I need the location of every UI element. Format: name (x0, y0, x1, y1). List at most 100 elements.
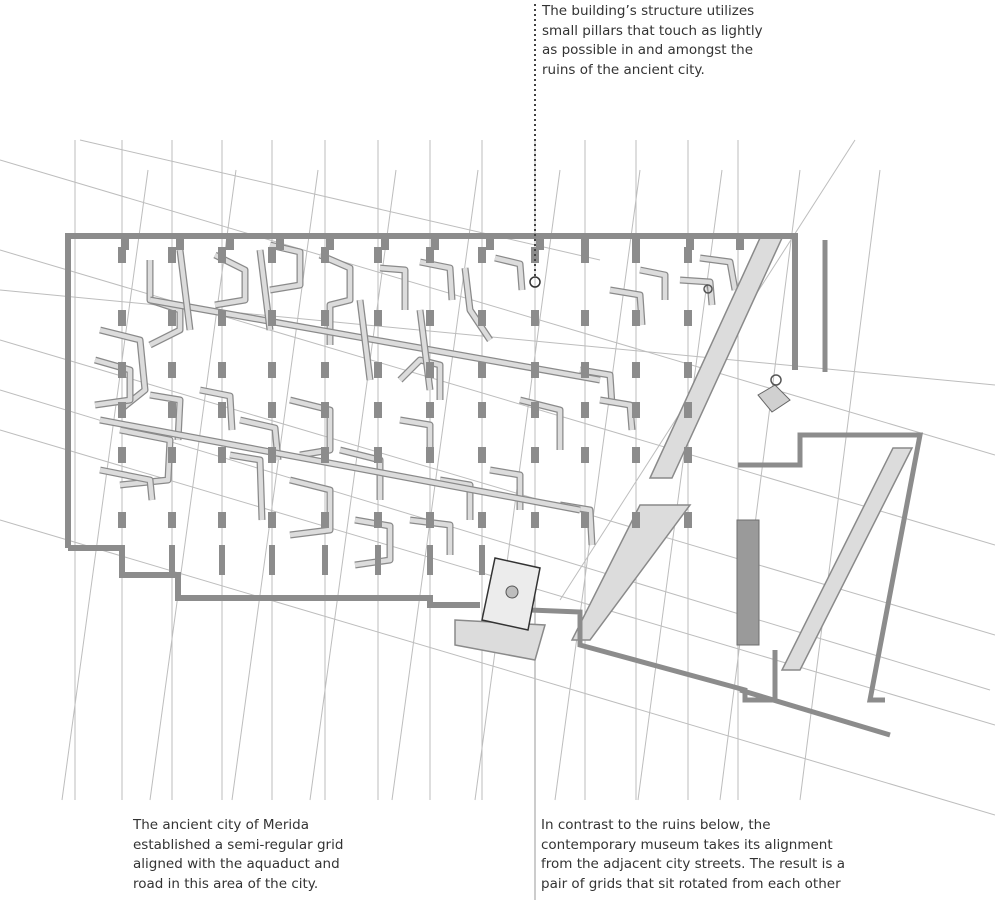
pillar (486, 236, 494, 250)
ruin-wall (199, 387, 235, 431)
pillar (536, 236, 544, 250)
ancient-grid-line (61, 169, 149, 801)
ruin-wall (239, 417, 281, 461)
pillar (684, 247, 692, 263)
column-base (770, 374, 782, 386)
pillar (168, 310, 176, 326)
pillar (374, 362, 382, 378)
ruin-wall (379, 265, 408, 310)
ancient-grid-line (0, 289, 995, 386)
museum-wall (738, 432, 924, 703)
ancient-grid-line (637, 169, 723, 801)
pillar (581, 362, 589, 378)
ancient-grid-annotation: The ancient city of Merida established a… (133, 816, 343, 894)
pillar (168, 512, 176, 528)
pillar (427, 545, 433, 575)
pillar (276, 236, 284, 250)
pillar (176, 236, 184, 250)
pillar (531, 512, 539, 528)
road-band (570, 504, 692, 641)
pillar (581, 512, 589, 528)
pillar (374, 402, 382, 418)
pillar (632, 402, 640, 418)
ancient-grid-line (231, 169, 319, 801)
pillar (268, 247, 276, 263)
pillar (374, 247, 382, 263)
ruin-wall (94, 357, 133, 408)
ancient-grid-line (0, 159, 995, 456)
pillar (321, 247, 329, 263)
pillar (686, 236, 694, 250)
pillar (431, 236, 439, 250)
pillar (478, 402, 486, 418)
ancient-grid-line (554, 169, 641, 801)
pillar (478, 310, 486, 326)
pillar (118, 512, 126, 528)
pillar (269, 545, 275, 575)
ruin-wall (439, 477, 473, 520)
ancient-grid-line (799, 169, 881, 801)
pillar (684, 447, 692, 463)
ruin-wall (289, 477, 333, 538)
pillar (684, 310, 692, 326)
pillar (118, 362, 126, 378)
museum-wall-block (736, 519, 760, 646)
ruin-wall (462, 267, 492, 342)
pillar (684, 512, 692, 528)
ruin-wall (609, 287, 645, 326)
pillar (531, 447, 539, 463)
pillar (581, 447, 589, 463)
ruin-wall (149, 392, 183, 441)
pillar (426, 402, 434, 418)
pillar (219, 545, 225, 575)
pillar (121, 236, 129, 250)
pillar (218, 402, 226, 418)
pillar (478, 512, 486, 528)
pillar (218, 512, 226, 528)
pillar (684, 402, 692, 418)
pillar (381, 236, 389, 250)
pillar (426, 512, 434, 528)
pillar (478, 447, 486, 463)
pillar (736, 236, 744, 250)
ruin-wall (639, 267, 668, 300)
pillar (268, 362, 276, 378)
ancient-grid-line (309, 169, 397, 801)
pillar (426, 447, 434, 463)
structure-line-1: The building’s structure utilizes (542, 3, 755, 19)
pillar (326, 236, 334, 250)
pillar (268, 402, 276, 418)
pillar (218, 310, 226, 326)
museum-grid-annotation: In contrast to the ruins below, the cont… (541, 816, 845, 894)
road-band (780, 447, 914, 671)
ruin-wall (319, 252, 353, 345)
feature-block (757, 384, 791, 413)
pillar (581, 310, 589, 326)
pillar (632, 447, 640, 463)
pillar (322, 545, 328, 575)
pillar (118, 402, 126, 418)
ancient-grid-line (719, 169, 801, 801)
pillar (374, 447, 382, 463)
pillar (118, 247, 126, 263)
ancient-ruins-walls (94, 237, 914, 671)
pillar (531, 402, 539, 418)
ruin-wall (599, 397, 635, 431)
road-band (648, 237, 784, 479)
museum-grid-line-2: contemporary museum takes its alignment (541, 836, 833, 853)
structure-line-4: ruins of the ancient city. (542, 61, 705, 78)
ruin-wall (679, 277, 715, 306)
structure-line-2: small pillars that touch as lightly (542, 22, 763, 39)
pillar (268, 447, 276, 463)
museum-wall (739, 687, 891, 738)
column-base (703, 284, 713, 294)
museum-grid-line-3: from the adjacent city streets. The resu… (541, 856, 845, 872)
pillar (168, 402, 176, 418)
ruin-wall (177, 249, 193, 331)
pillar (169, 545, 175, 575)
pillar (632, 310, 640, 326)
ruin-wall (354, 517, 393, 568)
pillar (632, 362, 640, 378)
ruin-wall (494, 255, 525, 291)
ancient-grid-line-1: The ancient city of Merida (133, 817, 309, 833)
